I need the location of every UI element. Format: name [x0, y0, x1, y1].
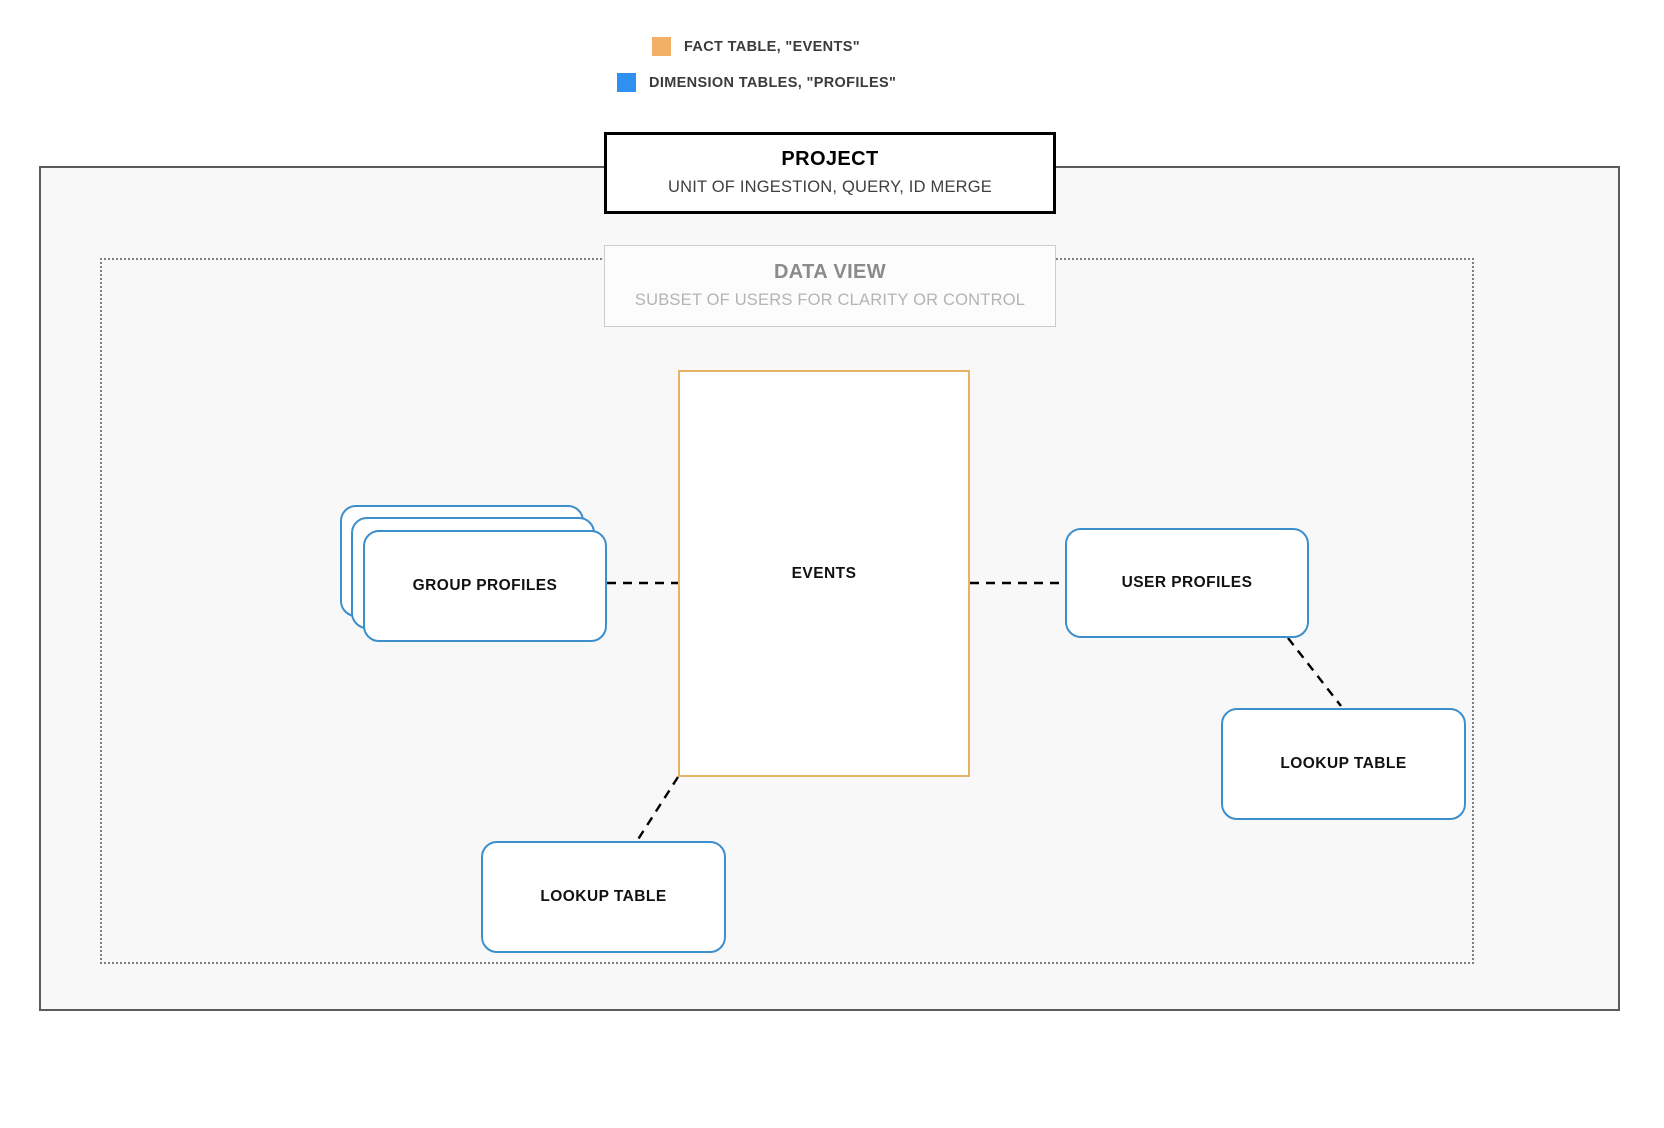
- data-view-subtitle: SUBSET OF USERS FOR CLARITY OR CONTROL: [634, 291, 1026, 310]
- node-lookup-table-right[interactable]: LOOKUP TABLE: [1221, 708, 1466, 820]
- legend-item-dimension-tables: DIMENSION TABLES, "PROFILES": [617, 73, 896, 92]
- data-view-header-box: DATA VIEW SUBSET OF USERS FOR CLARITY OR…: [604, 245, 1056, 327]
- node-group-profiles[interactable]: GROUP PROFILES: [340, 505, 608, 653]
- node-lookup-table-left-label: LOOKUP TABLE: [540, 888, 667, 905]
- legend-label-fact: FACT TABLE, "EVENTS": [684, 38, 860, 55]
- node-user-profiles[interactable]: USER PROFILES: [1065, 528, 1309, 638]
- project-header-box: PROJECT UNIT OF INGESTION, QUERY, ID MER…: [604, 132, 1056, 214]
- node-lookup-table-left[interactable]: LOOKUP TABLE: [481, 841, 726, 953]
- legend-label-dimension: DIMENSION TABLES, "PROFILES": [649, 74, 897, 91]
- legend-item-fact-table: FACT TABLE, "EVENTS": [652, 37, 860, 56]
- node-group-profiles-label: GROUP PROFILES: [412, 577, 558, 594]
- group-profiles-card-front[interactable]: GROUP PROFILES: [363, 530, 607, 642]
- data-view-title: DATA VIEW: [773, 261, 887, 284]
- node-events[interactable]: EVENTS: [678, 370, 970, 777]
- node-user-profiles-label: USER PROFILES: [1121, 574, 1253, 591]
- project-subtitle: UNIT OF INGESTION, QUERY, ID MERGE: [667, 178, 992, 197]
- node-events-label: EVENTS: [791, 564, 857, 582]
- legend-swatch-fact-icon: [652, 37, 671, 56]
- legend-swatch-dimension-icon: [617, 73, 636, 92]
- project-title: PROJECT: [781, 148, 879, 171]
- node-lookup-table-right-label: LOOKUP TABLE: [1280, 755, 1407, 772]
